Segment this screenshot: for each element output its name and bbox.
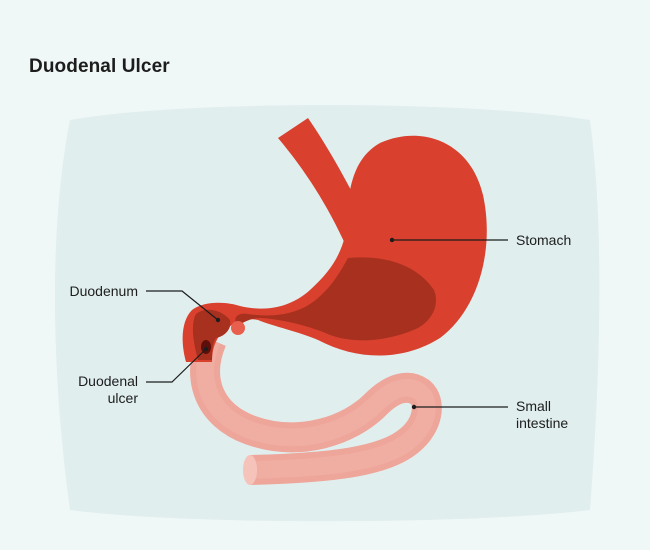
small-intestine-label-line1: Small xyxy=(516,398,552,414)
page-title: Duodenal Ulcer xyxy=(29,56,170,77)
small-intestine xyxy=(190,334,442,485)
small-intestine-label: Small intestine xyxy=(516,398,568,432)
ulcer-leader xyxy=(146,348,207,383)
duodenal-ulcer-label: Duodenal ulcer xyxy=(48,373,138,407)
duodenum-leader xyxy=(146,290,219,321)
stomach-interior xyxy=(235,257,437,341)
stomach-label: Stomach xyxy=(516,232,572,248)
small-intestine-label-line2: intestine xyxy=(516,415,569,431)
duodenal-ulcer-label-line1: Duodenal xyxy=(78,373,138,389)
duodenal-ulcer-label-line2: ulcer xyxy=(107,390,138,406)
leader-lines xyxy=(146,237,508,410)
pylorus xyxy=(231,321,245,335)
duodenum-label: Duodenum xyxy=(69,283,139,299)
